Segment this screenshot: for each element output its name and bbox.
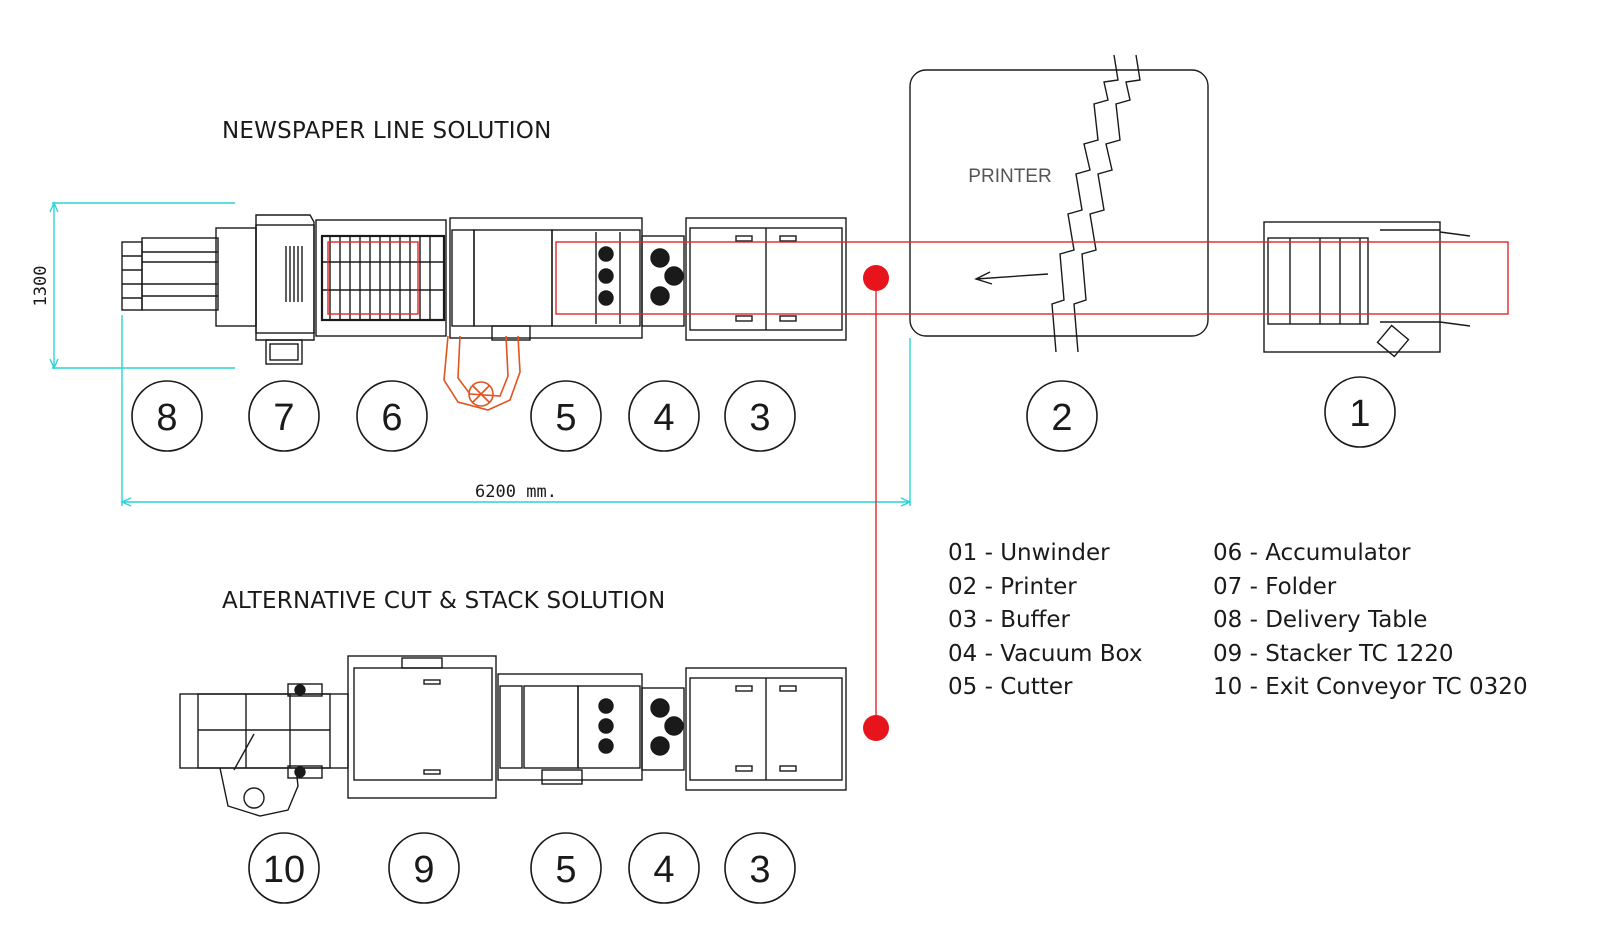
station-marker-circle	[248, 832, 320, 904]
station-number: 4	[653, 849, 674, 891]
station-marker-circle	[131, 380, 203, 452]
station-number: 7	[273, 397, 294, 439]
station-marker-circle	[530, 380, 602, 452]
legend-item: 02 - Printer	[948, 573, 1077, 600]
printer-02	[909, 54, 1209, 353]
delivery-table-08	[121, 227, 257, 327]
printer-label: PRINTER	[968, 166, 1051, 187]
station-marker-circle	[628, 380, 700, 452]
station-marker-circle	[1324, 376, 1396, 448]
bottom-line-markers: 10 9 5 4 3	[248, 832, 796, 904]
buffer-03-bottom	[685, 667, 847, 791]
station-marker-circle	[724, 832, 796, 904]
stacker-09	[347, 655, 497, 799]
station-marker-circle	[724, 380, 796, 452]
buffer-03	[685, 217, 847, 341]
station-number: 1	[1349, 393, 1370, 435]
station-marker-circle	[388, 832, 460, 904]
station-number: 5	[555, 849, 576, 891]
station-marker-circle	[248, 380, 320, 452]
station-marker-circle	[628, 832, 700, 904]
top-line-markers: 8 7 6 5 4 3 2 1	[131, 376, 1396, 452]
station-marker-circle	[356, 380, 428, 452]
station-marker-circle	[530, 832, 602, 904]
operator-figure	[443, 335, 521, 411]
legend-item: 05 - Cutter	[948, 674, 1073, 700]
path-connector-top	[863, 265, 889, 291]
station-number: 8	[156, 397, 177, 439]
station-number: 3	[749, 397, 770, 439]
newspaper-line-title: NEWSPAPER LINE SOLUTION	[222, 118, 552, 144]
accumulator-06	[315, 219, 447, 337]
legend-right-column: 06 - Accumulator 07 - Folder 08 - Delive…	[1213, 537, 1528, 705]
station-number: 10	[263, 849, 305, 891]
legend-item: 10 - Exit Conveyor TC 0320	[1213, 674, 1528, 700]
vacuum-box-04	[641, 235, 685, 327]
station-marker-circle	[1026, 380, 1098, 452]
legend-item: 09 - Stacker TC 1220	[1213, 640, 1454, 667]
station-number: 4	[653, 397, 674, 439]
legend-item: 03 - Buffer	[948, 607, 1070, 633]
station-number: 6	[381, 397, 402, 439]
unwinder-01	[1263, 221, 1471, 358]
station-number: 9	[413, 849, 434, 891]
cutter-05-bottom	[497, 673, 643, 785]
station-number: 5	[555, 397, 576, 439]
exit-conveyor-10	[179, 683, 349, 817]
legend-item: 01 - Unwinder	[948, 540, 1110, 566]
height-dimension-label: 1300	[31, 266, 51, 307]
dimension-lines	[49, 201, 912, 507]
alternative-line-title: ALTERNATIVE CUT & STACK SOLUTION	[222, 588, 666, 614]
vacuum-box-04-bottom	[641, 687, 685, 771]
station-number: 2	[1051, 397, 1072, 439]
width-dimension-label: 6200 mm.	[475, 482, 557, 502]
station-number: 3	[749, 849, 770, 891]
folder-07	[255, 214, 315, 365]
legend-item: 04 - Vacuum Box	[948, 640, 1143, 667]
legend-left-column: 01 - Unwinder 02 - Printer 03 - Buffer 0…	[948, 537, 1143, 705]
path-connector-bottom	[863, 715, 889, 741]
cutter-05	[449, 217, 643, 341]
legend-item: 07 - Folder	[1213, 573, 1337, 600]
legend-item: 08 - Delivery Table	[1213, 607, 1428, 633]
legend-item: 06 - Accumulator	[1213, 540, 1411, 566]
paper-path	[327, 241, 1509, 728]
